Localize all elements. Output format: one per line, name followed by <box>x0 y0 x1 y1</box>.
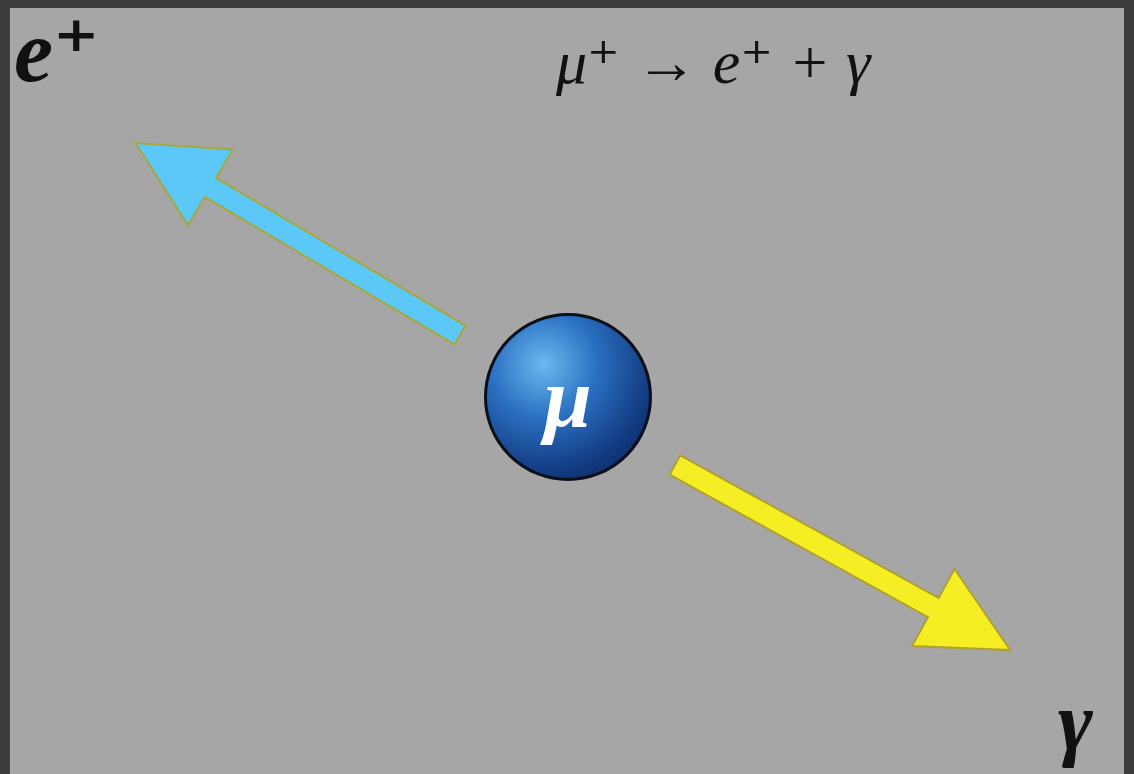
particle-symbol: μ <box>544 354 592 440</box>
particle-label: e⁺ <box>14 4 100 101</box>
decay-equation: μ⁺ → e⁺ + γ <box>556 28 870 96</box>
muon-sphere: μ <box>484 313 652 481</box>
positron-arrow <box>113 105 482 373</box>
particle-label: γ <box>1058 676 1093 768</box>
photon-arrow <box>654 426 1032 688</box>
